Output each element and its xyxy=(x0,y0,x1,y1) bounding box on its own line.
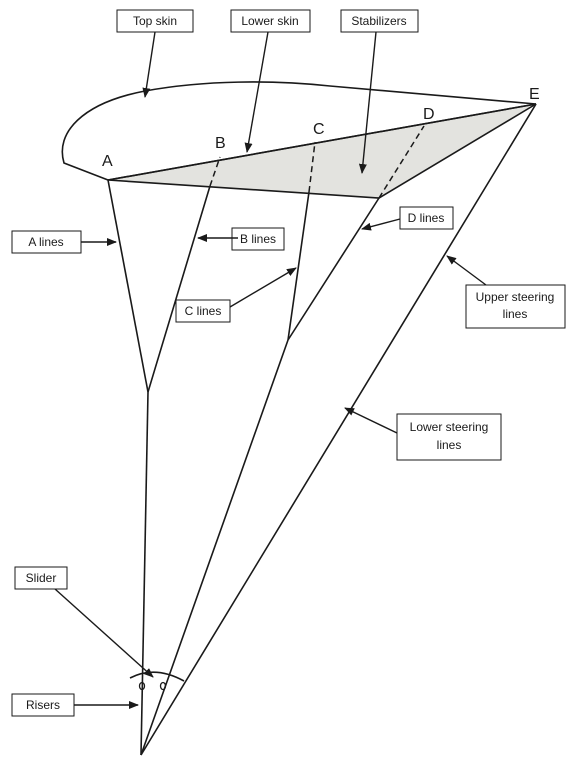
callout-top-skin: Top skin xyxy=(116,9,194,98)
callout-c-lines-text: C lines xyxy=(185,304,222,318)
callout-slider-text: Slider xyxy=(26,571,57,585)
riser-ring-right xyxy=(159,681,167,691)
main-line-front xyxy=(140,391,149,756)
d-line xyxy=(287,197,380,341)
callout-upper-steering-text-2: lines xyxy=(503,307,528,321)
callout-slider: Slider xyxy=(14,566,154,678)
b-section-dashed xyxy=(209,156,221,187)
callout-a-lines: A lines xyxy=(11,230,117,254)
callout-d-lines: D lines xyxy=(361,206,454,231)
callout-top-skin-text: Top skin xyxy=(133,14,177,28)
d-section-dashed xyxy=(378,125,425,199)
callout-lower-steering-lines: Lower steering lines xyxy=(344,407,502,461)
main-line-rear xyxy=(140,339,289,756)
callout-lower-steering-text-1: Lower steering xyxy=(410,420,489,434)
lower-skin-line xyxy=(107,103,537,181)
callout-lower-steering-text-2: lines xyxy=(437,438,462,452)
callout-b-lines-text: B lines xyxy=(240,232,276,246)
c-line xyxy=(287,191,310,341)
callout-stabilizers: Stabilizers xyxy=(340,9,419,174)
callout-b-lines: B lines xyxy=(197,227,285,251)
point-c: C xyxy=(313,121,325,138)
callout-upper-steering-lines: Upper steering lines xyxy=(446,255,566,329)
callout-upper-steering-text-1: Upper steering xyxy=(476,290,555,304)
a-line xyxy=(107,179,149,393)
callout-lower-skin: Lower skin xyxy=(230,9,311,153)
callout-risers-text: Risers xyxy=(26,698,60,712)
point-e: E xyxy=(529,86,540,103)
steering-line xyxy=(140,103,537,756)
point-a: A xyxy=(102,153,113,170)
callout-a-lines-text: A lines xyxy=(28,235,63,249)
slider-arc xyxy=(129,671,185,682)
callout-d-lines-text: D lines xyxy=(408,211,445,225)
c-section-dashed xyxy=(308,141,316,193)
riser-ring-left xyxy=(138,681,146,691)
point-d: D xyxy=(423,106,435,123)
b-line xyxy=(147,185,211,393)
callout-risers: Risers xyxy=(11,693,139,717)
stabilizer-panel xyxy=(107,103,537,199)
point-b: B xyxy=(215,135,226,152)
callout-c-lines: C lines xyxy=(175,267,297,323)
callout-lower-skin-text: Lower skin xyxy=(241,14,298,28)
callout-stabilizers-text: Stabilizers xyxy=(351,14,406,28)
